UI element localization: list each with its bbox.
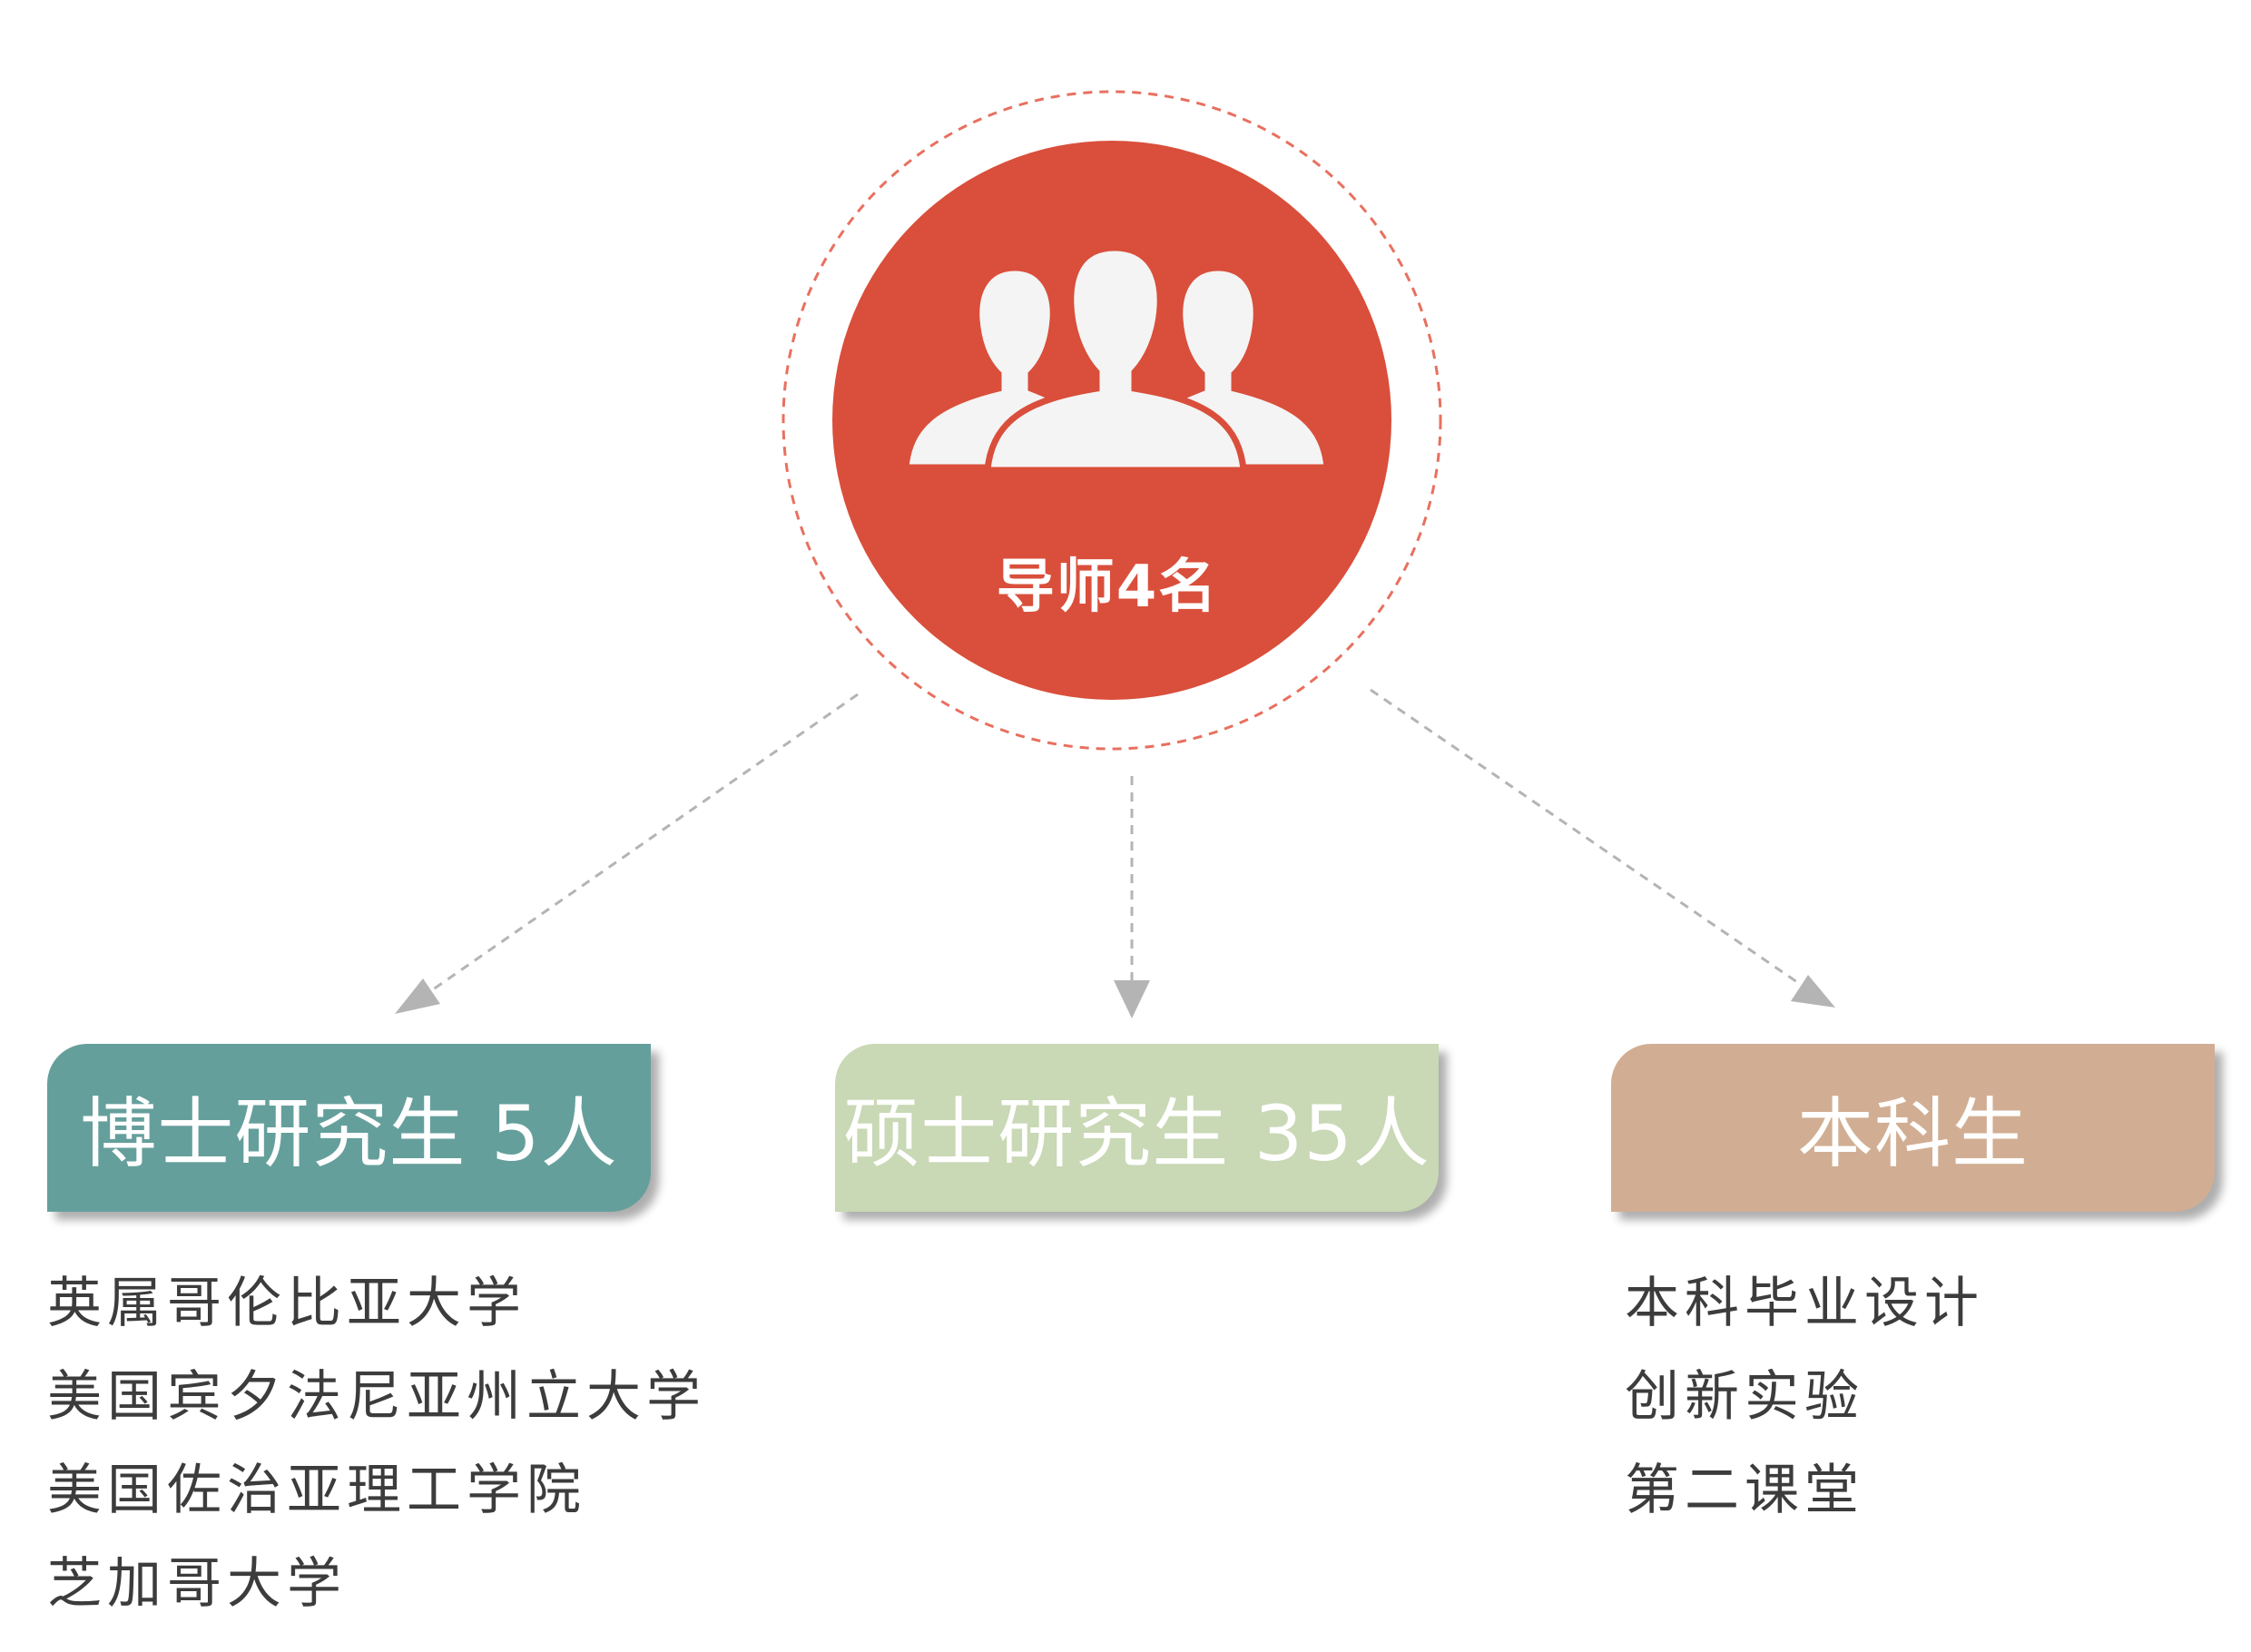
connector-arrowheads (395, 975, 1835, 1018)
hub-label: 导师4名 (996, 554, 1219, 621)
list-item: 创新实验 (1625, 1365, 1864, 1429)
list-item: 美国宾夕法尼亚州立大学 (47, 1365, 706, 1429)
list-item: 芝加哥大学 (47, 1552, 347, 1616)
master-box: 硕士研究生 35人 (835, 1044, 1439, 1212)
people-group-icon (902, 244, 1331, 474)
connector-lines (426, 688, 1798, 996)
phd-box: 博士研究生 5人 (47, 1044, 651, 1212)
arrowhead-center (1114, 980, 1150, 1018)
list-item: 美国佐治亚理工学院 (47, 1459, 586, 1522)
master-box-title: 硕士研究生 35人 (843, 1089, 1430, 1178)
undergrad-box: 本科生 (1611, 1044, 2215, 1212)
undergrad-box-title: 本科生 (1796, 1089, 2029, 1178)
undergrad-activity-list: 本科毕业设计 创新实验 第二课堂 (1625, 1257, 1984, 1538)
arrowhead-left (395, 978, 440, 1014)
connector-left (426, 693, 859, 996)
phd-destination-list: 英属哥伦比亚大学 美国宾夕法尼亚州立大学 美国佐治亚理工学院 芝加哥大学 (47, 1257, 706, 1631)
arrowhead-right (1791, 975, 1835, 1008)
list-item: 第二课堂 (1625, 1459, 1864, 1522)
list-item: 英属哥伦比亚大学 (47, 1272, 526, 1335)
connector-right (1370, 688, 1798, 984)
list-item: 本科毕业设计 (1625, 1272, 1984, 1335)
phd-box-title: 博士研究生 5人 (80, 1089, 618, 1178)
hub-outer-ring (781, 90, 1442, 751)
